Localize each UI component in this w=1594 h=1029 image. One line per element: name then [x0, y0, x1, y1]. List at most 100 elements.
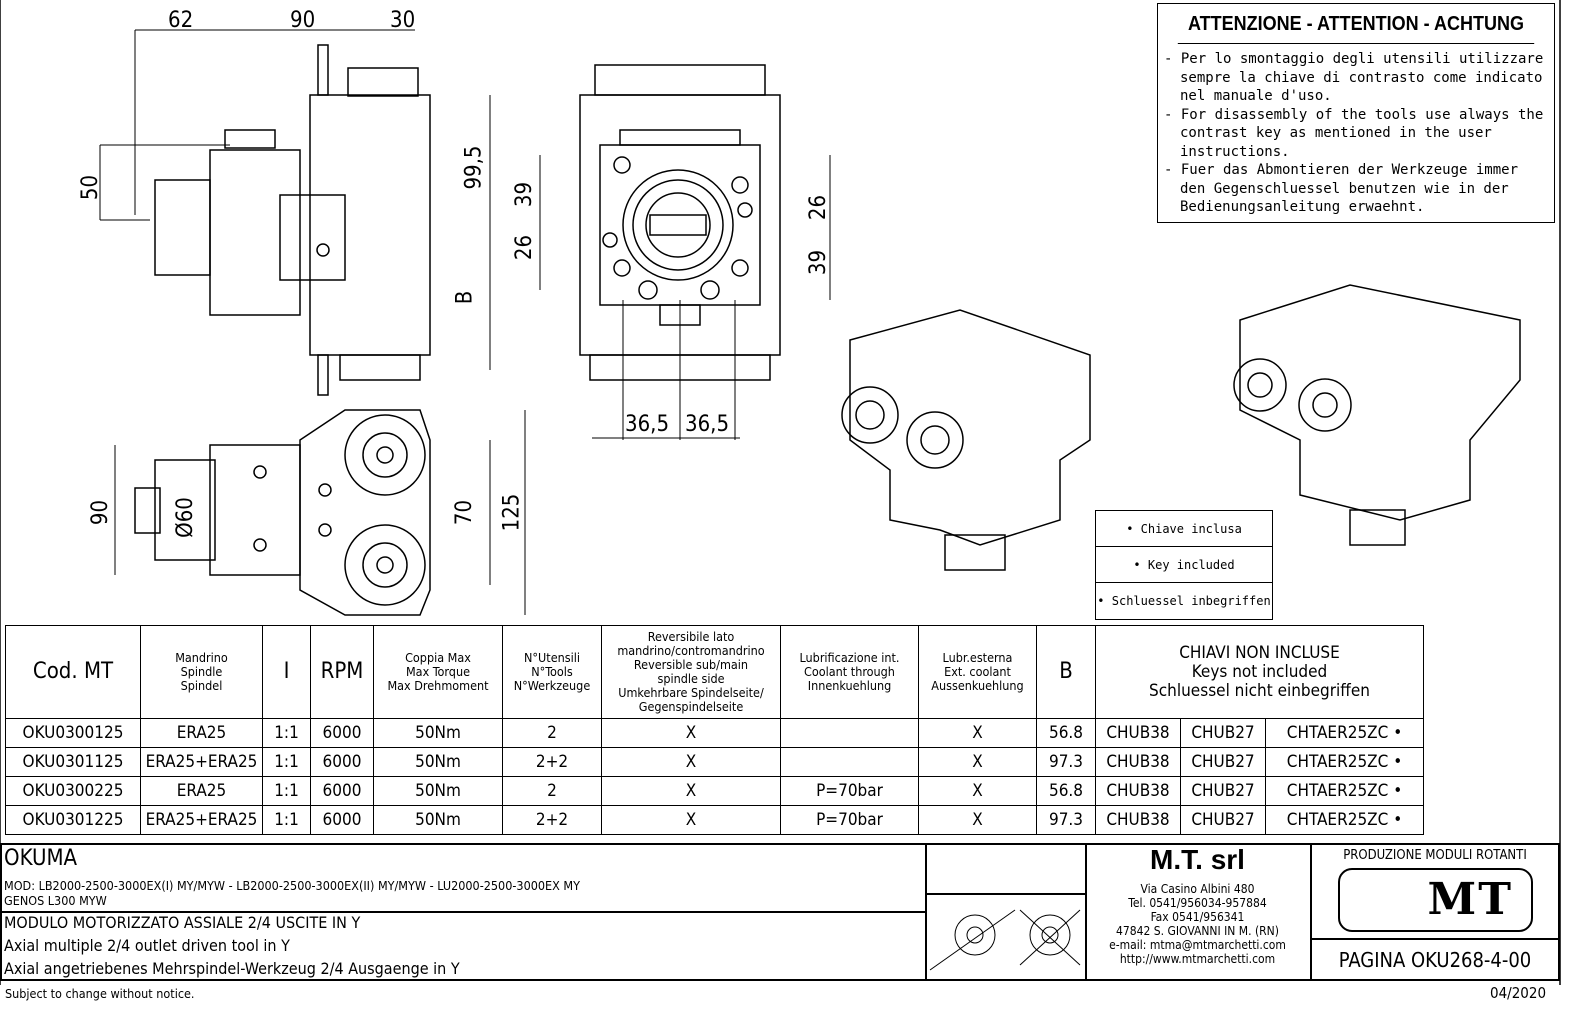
attention-box: ATTENZIONE - ATTENTION - ACHTUNG - Per l… [1157, 3, 1555, 223]
table-header: Cod. MT [5, 625, 141, 719]
dim-50: 50 [78, 174, 104, 201]
table-cell: CHTAER25ZC • [1265, 718, 1424, 748]
table-cell: 1:1 [262, 718, 311, 748]
table-cell: X [918, 718, 1037, 748]
table-cell: 50Nm [373, 718, 503, 748]
table-cell: 2+2 [502, 747, 602, 777]
table-cell: 6000 [310, 747, 374, 777]
table-cell: 6000 [310, 805, 374, 835]
company-name: M.T. srl [1150, 844, 1245, 875]
table-cell: X [918, 776, 1037, 806]
table-cell: 56.8 [1036, 718, 1096, 748]
attention-item-en: - For disassembly of the tools use alway… [1164, 106, 1544, 160]
divider [925, 843, 927, 981]
table-cell: 97.3 [1036, 747, 1096, 777]
table-cell: CHUB27 [1180, 718, 1266, 748]
table-header: I [262, 625, 311, 719]
table-header: Lubrificazione int. Coolant through Inne… [780, 625, 919, 719]
table-cell: CHTAER25ZC • [1265, 747, 1424, 777]
dim-39-right: 39 [806, 249, 832, 276]
table-cell: ERA25+ERA25 [140, 805, 263, 835]
attention-item-it: - Per lo smontaggio degli utensili utili… [1164, 51, 1544, 104]
divider [1085, 843, 1087, 981]
table-cell: 50Nm [373, 747, 503, 777]
dim-99-5: 99,5 [461, 145, 487, 190]
plan-view [114, 409, 526, 616]
table-cell [780, 747, 919, 777]
divider [0, 911, 925, 913]
table-cell: X [601, 747, 781, 777]
table-cell: OKU0301225 [5, 805, 141, 835]
table-header: Lubr.esterna Ext. coolant Aussenkuehlung [918, 625, 1037, 719]
table-cell: 56.8 [1036, 776, 1096, 806]
wrench-pictogram [929, 909, 1081, 971]
change-notice: Subject to change without notice. [5, 986, 195, 1001]
key-included-en: • Key included [1096, 547, 1272, 583]
dim-90: 90 [290, 8, 316, 33]
table-cell: 2 [502, 718, 602, 748]
dim-26-right: 26 [806, 194, 832, 221]
email-link[interactable]: e-mail: mtma@mtmarchetti.com [1109, 938, 1286, 952]
production-label: PRODUZIONE MODULI ROTANTI [1343, 848, 1527, 863]
dim-62: 62 [168, 8, 194, 33]
table-cell [780, 718, 919, 748]
table-cell: 97.3 [1036, 805, 1096, 835]
attention-title: ATTENZIONE - ATTENTION - ACHTUNG [1177, 4, 1535, 44]
dim-26-left: 26 [512, 234, 538, 261]
dim-90-plan: 90 [88, 499, 114, 526]
description-it: MODULO MOTORIZZATO ASSIALE 2/4 USCITE IN… [4, 913, 361, 932]
table-cell: P=70bar [780, 776, 919, 806]
dim-b: B [452, 290, 478, 305]
dim-36-5-right: 36,5 [685, 412, 730, 437]
table-cell: CHUB27 [1180, 776, 1266, 806]
table-cell: CHUB38 [1095, 805, 1181, 835]
divider [1310, 938, 1560, 940]
table-cell: CHUB27 [1180, 747, 1266, 777]
table-cell: ERA25+ERA25 [140, 747, 263, 777]
description-de: Axial angetriebenes Mehrspindel-Werkzeug… [4, 959, 460, 978]
page-code: PAGINA OKU268-4-00 [1338, 948, 1532, 972]
table-cell: X [601, 805, 781, 835]
table-cell: 1:1 [262, 776, 311, 806]
table-cell: CHTAER25ZC • [1265, 776, 1424, 806]
table-cell: X [918, 747, 1037, 777]
table-cell: 50Nm [373, 805, 503, 835]
table-cell: P=70bar [780, 805, 919, 835]
table-cell: 50Nm [373, 776, 503, 806]
divider [1310, 843, 1312, 981]
dim-39-left: 39 [512, 181, 538, 208]
key-included-it: • Chiave inclusa [1096, 511, 1272, 547]
table-header: B [1036, 625, 1096, 719]
table-cell: 6000 [310, 718, 374, 748]
keys-included-box: • Chiave inclusa • Key included • Schlue… [1095, 510, 1273, 620]
divider [925, 893, 1085, 895]
table-cell: CHUB27 [1180, 805, 1266, 835]
dim-70: 70 [452, 499, 478, 526]
table-cell: 6000 [310, 776, 374, 806]
table-cell: ERA25 [140, 718, 263, 748]
mt-logo: MT [1338, 868, 1533, 932]
table-cell: CHTAER25ZC • [1265, 805, 1424, 835]
description-en: Axial multiple 2/4 outlet driven tool in… [4, 936, 290, 955]
dim-36-5-left: 36,5 [625, 412, 670, 437]
table-cell: X [601, 718, 781, 748]
side-view [99, 29, 491, 396]
table-header: Coppia Max Max Torque Max Drehmoment [373, 625, 503, 719]
table-cell: CHUB38 [1095, 718, 1181, 748]
key-included-de: • Schluessel inbegriffen [1097, 594, 1271, 608]
table-cell: OKU0300225 [5, 776, 141, 806]
dim-30: 30 [390, 8, 416, 33]
table-header: Reversibile lato mandrino/contromandrino… [601, 625, 781, 719]
dim-125: 125 [499, 493, 525, 532]
attention-item-de: - Fuer das Abmontieren der Werkzeuge imm… [1164, 162, 1519, 215]
models-2: GENOS L300 MYW [4, 893, 107, 908]
website-link[interactable]: http://www.mtmarchetti.com [1119, 952, 1276, 966]
table-header: Mandrino Spindle Spindel [140, 625, 263, 719]
table-header: RPM [310, 625, 374, 719]
table-cell: 1:1 [262, 747, 311, 777]
